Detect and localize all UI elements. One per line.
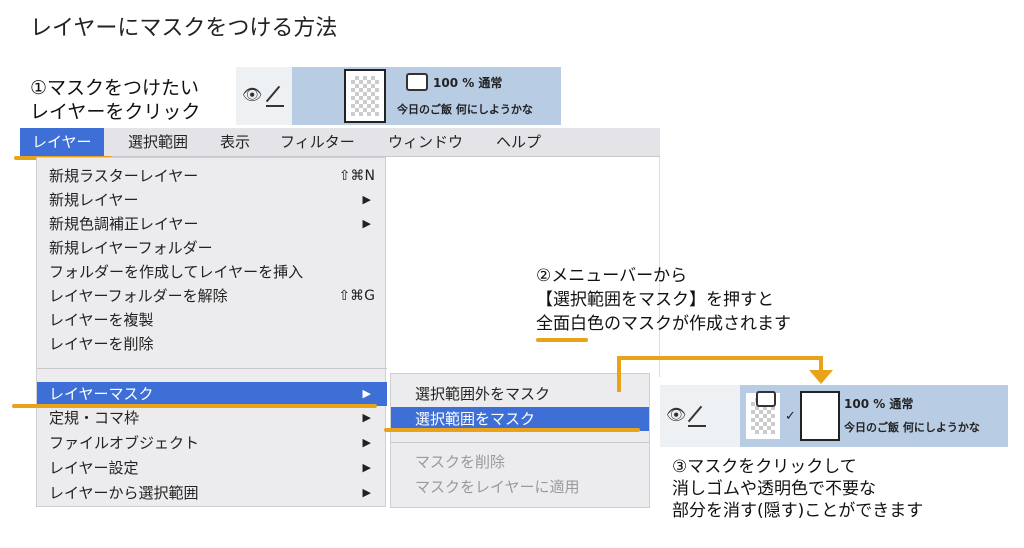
menu-item-label: レイヤーから選択範囲: [49, 484, 199, 502]
menu-item-label: 定規・コマ枠: [49, 409, 140, 427]
step1-line2: レイヤーをクリック: [30, 101, 201, 123]
layer-thumbnail[interactable]: [344, 69, 386, 123]
step3-note: ③マスクをクリックして 消しゴムや透明色で不要な 部分を消す(隠す)ことができま…: [672, 456, 923, 522]
menu-separator: [37, 368, 387, 369]
layer-name: 今日のご飯 何にしようかな: [397, 103, 533, 116]
menu-item-layer-settings[interactable]: レイヤー設定 ▶: [37, 456, 387, 480]
submenu-arrow-icon: ▶: [362, 217, 371, 230]
mask-thumbnail[interactable]: [800, 391, 840, 441]
step2-line3: 全面白色のマスクが作成されます: [536, 314, 791, 334]
layer-type-icon: [406, 73, 428, 91]
page-title: レイヤーにマスクをつける方法: [30, 16, 338, 41]
menu-help[interactable]: ヘルプ: [496, 133, 542, 151]
layer-type-icon: [756, 391, 776, 407]
pen-underline: [688, 425, 706, 427]
submenu-arrow-icon: ▶: [362, 436, 371, 449]
step1-line1: ①マスクをつけたい: [30, 77, 200, 99]
menu-item-ruler-frame[interactable]: 定規・コマ枠 ▶: [37, 406, 387, 430]
step3-line3: 部分を消す(隠す)ことができます: [672, 501, 924, 521]
menu-item-label: レイヤーを複製: [49, 311, 154, 329]
menu-item-label: 新規ラスターレイヤー: [49, 167, 199, 185]
eye-icon[interactable]: 👁: [666, 405, 687, 424]
submenu-item-apply-mask: マスクをレイヤーに適用: [415, 478, 580, 496]
layer-mask-submenu: 選択範囲外をマスク 選択範囲をマスク マスクを削除 マスクをレイヤーに適用: [390, 373, 650, 508]
shortcut-label: ⇧⌘G: [338, 288, 375, 304]
menu-item-create-folder-insert[interactable]: フォルダーを作成してレイヤーを挿入: [37, 260, 387, 284]
submenu-separator: [391, 442, 649, 443]
submenu-arrow-icon: ▶: [362, 387, 371, 400]
menu-item-label: 新規色調補正レイヤー: [49, 215, 199, 233]
arrow-line: [819, 356, 823, 374]
menu-bar: レイヤー 選択範囲 表示 フィルター ウィンドウ ヘルプ: [20, 128, 660, 157]
pen-underline: [266, 105, 284, 107]
menu-selection[interactable]: 選択範囲: [128, 133, 189, 151]
menu-item-duplicate-layer[interactable]: レイヤーを複製: [37, 308, 387, 332]
menu-item-label: レイヤーを削除: [49, 335, 154, 353]
submenu-arrow-icon: ▶: [362, 486, 371, 499]
highlight-underline-submenu: [384, 428, 640, 432]
highlight-underline-layer-mask: [12, 404, 377, 408]
submenu-arrow-icon: ▶: [362, 411, 371, 424]
menu-filter[interactable]: フィルター: [280, 133, 355, 151]
submenu-item-mask-outside[interactable]: 選択範囲外をマスク: [415, 385, 551, 403]
layer-selection-bg: [740, 385, 1008, 447]
shortcut-label: ⇧⌘N: [338, 168, 375, 184]
menu-item-label: レイヤーマスク: [49, 385, 154, 403]
menu-view[interactable]: 表示: [220, 133, 251, 151]
step2-line1: ②メニューバーから: [536, 266, 688, 286]
transparency-pattern: [351, 76, 379, 116]
layer-row[interactable]: 👁 100 % 通常 今日のご飯 何にしようかな: [236, 67, 561, 125]
layer-opacity-mode: 100 % 通常: [844, 397, 914, 411]
highlight-underline-white: [536, 338, 588, 342]
menu-item-layer-mask[interactable]: レイヤーマスク ▶: [37, 382, 387, 406]
submenu-arrow-icon: ▶: [362, 461, 371, 474]
menu-item-new-layer[interactable]: 新規レイヤー ▶: [37, 188, 387, 212]
menu-item-new-layer-folder[interactable]: 新規レイヤーフォルダー: [37, 236, 387, 260]
layer-opacity-mode: 100 % 通常: [433, 76, 503, 90]
step3-line2: 消しゴムや透明色で不要な: [672, 479, 876, 499]
menu-item-label: レイヤーフォルダーを解除: [49, 287, 228, 305]
menu-item-new-correction-layer[interactable]: 新規色調補正レイヤー ▶: [37, 212, 387, 236]
menu-item-file-object[interactable]: ファイルオブジェクト ▶: [37, 431, 387, 455]
submenu-item-mask-selection[interactable]: 選択範囲をマスク: [391, 407, 649, 431]
layer-menu-dropdown: 新規ラスターレイヤー ⇧⌘N 新規レイヤー ▶ 新規色調補正レイヤー ▶ 新規レ…: [36, 157, 387, 507]
menu-item-selection-from-layer[interactable]: レイヤーから選択範囲 ▶: [37, 481, 387, 505]
arrow-down-icon: [809, 370, 833, 384]
canvas-area: [386, 157, 660, 377]
menu-item-label: 新規レイヤーフォルダー: [49, 239, 213, 257]
menu-layer[interactable]: レイヤー: [20, 128, 104, 157]
menu-item-label: 新規レイヤー: [49, 191, 139, 209]
eye-icon[interactable]: 👁: [242, 85, 263, 104]
menu-item-label: レイヤー設定: [49, 459, 139, 477]
step2-note: ②メニューバーから 【選択範囲をマスク】を押すと 全面白色のマスクが作成されます: [536, 264, 791, 336]
step2-line2: 【選択範囲をマスク】を押すと: [536, 290, 774, 310]
menu-item-delete-layer[interactable]: レイヤーを削除: [37, 332, 387, 356]
step1-note: ①マスクをつけたい レイヤーをクリック: [30, 76, 200, 124]
menu-item-ungroup-folder[interactable]: レイヤーフォルダーを解除 ⇧⌘G: [37, 284, 387, 308]
layer-row-with-mask[interactable]: 👁 ✓ 100 % 通常 今日のご飯 何にしようかな: [660, 385, 1008, 447]
arrow-line: [617, 360, 621, 392]
submenu-item-delete-mask: マスクを削除: [415, 453, 506, 471]
pen-icon[interactable]: [687, 405, 703, 423]
menu-item-label: フォルダーを作成してレイヤーを挿入: [49, 263, 304, 281]
link-check-icon: ✓: [785, 409, 796, 424]
menu-window[interactable]: ウィンドウ: [388, 133, 464, 151]
pen-icon[interactable]: [265, 85, 281, 103]
arrow-line: [617, 356, 823, 360]
step3-line1: ③マスクをクリックして: [672, 457, 857, 477]
menu-item-new-raster-layer[interactable]: 新規ラスターレイヤー ⇧⌘N: [37, 164, 387, 188]
menu-item-label: ファイルオブジェクト: [49, 434, 200, 452]
layer-name: 今日のご飯 何にしようかな: [844, 421, 980, 434]
submenu-arrow-icon: ▶: [362, 193, 371, 206]
